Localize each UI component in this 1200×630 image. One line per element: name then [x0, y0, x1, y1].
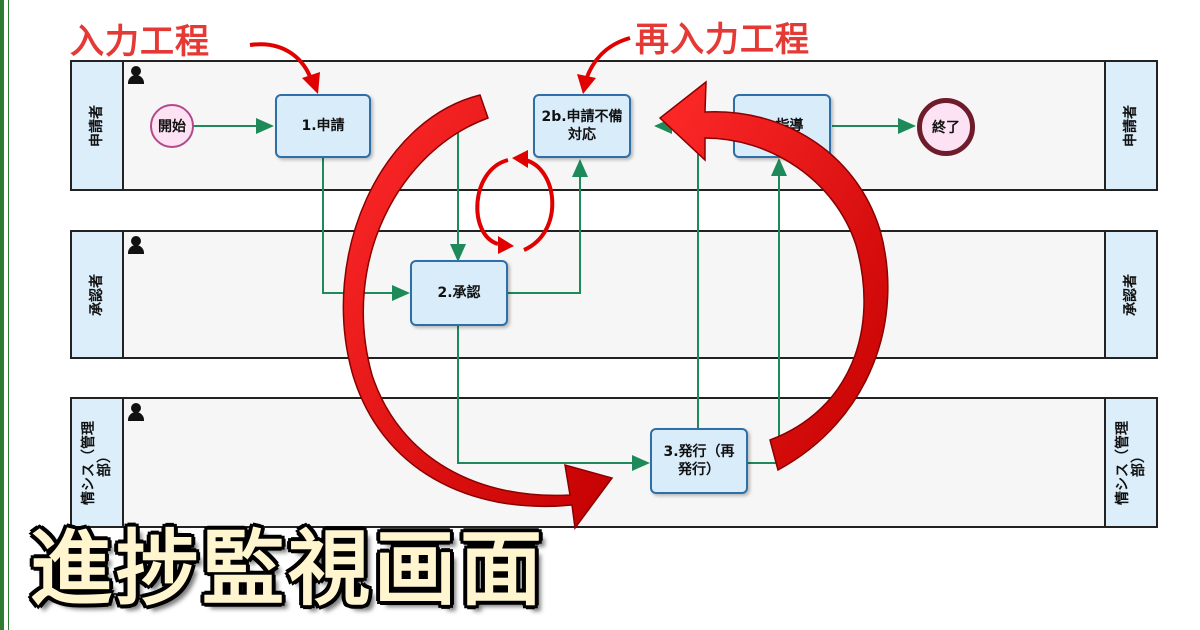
lane-header-left: 承認者: [72, 232, 124, 357]
flow-approve-to-issue: [457, 326, 650, 471]
small-loop-arrowhead-1: [498, 236, 514, 254]
cycle-arrow-left: [342, 94, 614, 530]
task-approve[interactable]: 2.承認: [410, 260, 508, 326]
task-label: 2.承認: [437, 285, 481, 301]
pointer-arrowhead-input: [302, 72, 320, 94]
task-apply[interactable]: 1.申請: [275, 94, 371, 158]
lane-header-right: 情シス（管理部）: [1104, 399, 1156, 526]
task-issue[interactable]: 3.発行（再発行）: [650, 428, 748, 494]
annotation-input-process: 入力工程: [70, 22, 210, 62]
lane-header-right: 承認者: [1104, 232, 1156, 357]
start-event[interactable]: 開始: [150, 104, 194, 148]
flow-apply-to-approve: [322, 158, 410, 301]
lane-header-right: 申請者: [1104, 62, 1156, 189]
task-fix[interactable]: 2b.申請不備対応: [533, 94, 631, 158]
cycle-arrow-right: [658, 80, 889, 472]
flow-approve-to-fix: [508, 159, 588, 294]
small-loop-arrowhead-2: [512, 150, 528, 168]
left-border-rule-inner: [8, 0, 9, 630]
pointer-arrow-reinput: [584, 36, 631, 81]
small-loop-right: [523, 158, 555, 252]
left-border-rule: [0, 0, 4, 630]
small-loop-left: [475, 158, 509, 246]
end-event[interactable]: 終了: [917, 98, 975, 156]
person-icon: [128, 66, 144, 84]
task-label: 1.申請: [301, 118, 345, 134]
banner-title: 進捗監視画面: [30, 522, 547, 617]
end-event-label: 終了: [932, 120, 960, 136]
task-label: 3.発行（再発行）: [663, 444, 735, 478]
lane-header-left: 情シス（管理部）: [72, 399, 124, 526]
start-event-label: 開始: [158, 119, 186, 135]
lane-approver: 承認者 承認者: [70, 230, 1158, 359]
person-icon: [128, 236, 144, 254]
pointer-arrow-input: [249, 42, 314, 83]
person-icon: [128, 403, 144, 421]
annotation-reinput-process: 再入力工程: [635, 20, 810, 60]
lane-header-left: 申請者: [72, 62, 124, 189]
pointer-arrowhead-reinput: [577, 74, 596, 94]
task-label: 2b.申請不備対応: [541, 109, 623, 143]
